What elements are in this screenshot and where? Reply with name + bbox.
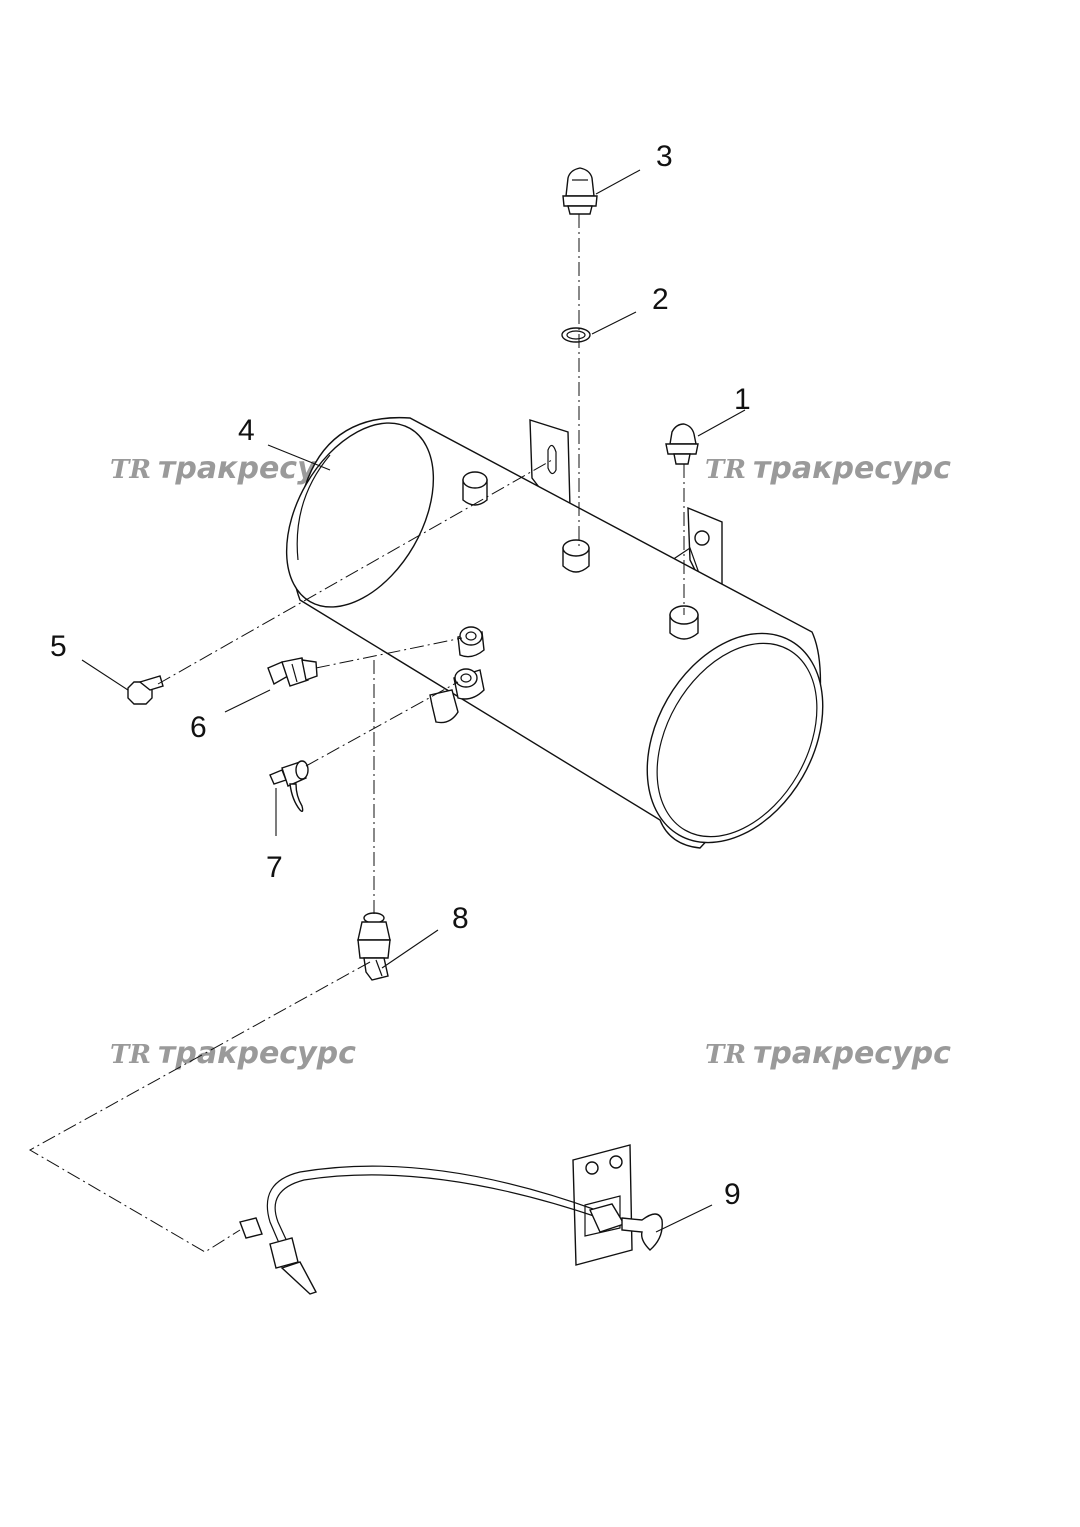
- watermark-text: тракресурс: [158, 1036, 356, 1071]
- callout-4: 4: [238, 414, 255, 447]
- tank-boss: [462, 471, 488, 506]
- air-tank: [285, 416, 824, 849]
- assembly-lines: [28, 214, 685, 1253]
- tank-boss: [562, 539, 590, 573]
- watermark-bottom-right: TR тракресурс: [705, 1036, 951, 1071]
- assembly-line: [305, 681, 459, 767]
- watermark-text: тракресурс: [753, 1036, 951, 1071]
- callout-7: 7: [266, 851, 283, 884]
- watermark-logo: TR: [110, 455, 151, 485]
- bolt-5: [127, 675, 164, 705]
- callout-5: 5: [50, 630, 67, 663]
- control-cable-9: [239, 1144, 663, 1295]
- tank-boss: [669, 605, 699, 640]
- watermark-top-right: TR тракресурс: [705, 451, 951, 486]
- tank-end-front: [646, 632, 824, 844]
- drain-cock-8: [357, 912, 391, 981]
- sensor-6: [267, 657, 318, 687]
- callout-8: 8: [452, 902, 469, 935]
- fitting-1: [665, 423, 699, 465]
- leader-lines: [81, 169, 746, 1233]
- watermark-logo: TR: [110, 1040, 151, 1070]
- watermark-logo: TR: [705, 455, 746, 485]
- callout-3: 3: [656, 140, 673, 173]
- fitting-3: [562, 167, 598, 215]
- callout-6: 6: [190, 711, 207, 744]
- tank-boss: [457, 626, 485, 658]
- watermark-text: тракресурс: [753, 451, 951, 486]
- drain-valve-7: [269, 760, 309, 813]
- tank-end-rear: [285, 422, 435, 608]
- watermark-logo: TR: [705, 1040, 746, 1070]
- callout-1: 1: [734, 383, 751, 416]
- seal-ring-2: [561, 327, 591, 343]
- tank-boss: [453, 668, 485, 700]
- assembly-line: [315, 637, 463, 669]
- watermark-bottom-left: TR тракресурс: [110, 1036, 356, 1071]
- callout-2: 2: [652, 283, 669, 316]
- callout-labels: 1 2 3 4 5 6 7 8 9: [50, 140, 751, 1211]
- tank-clip: [429, 689, 459, 724]
- assembly-line: [28, 961, 371, 1253]
- callout-9: 9: [724, 1178, 741, 1211]
- assembly-line: [157, 459, 553, 685]
